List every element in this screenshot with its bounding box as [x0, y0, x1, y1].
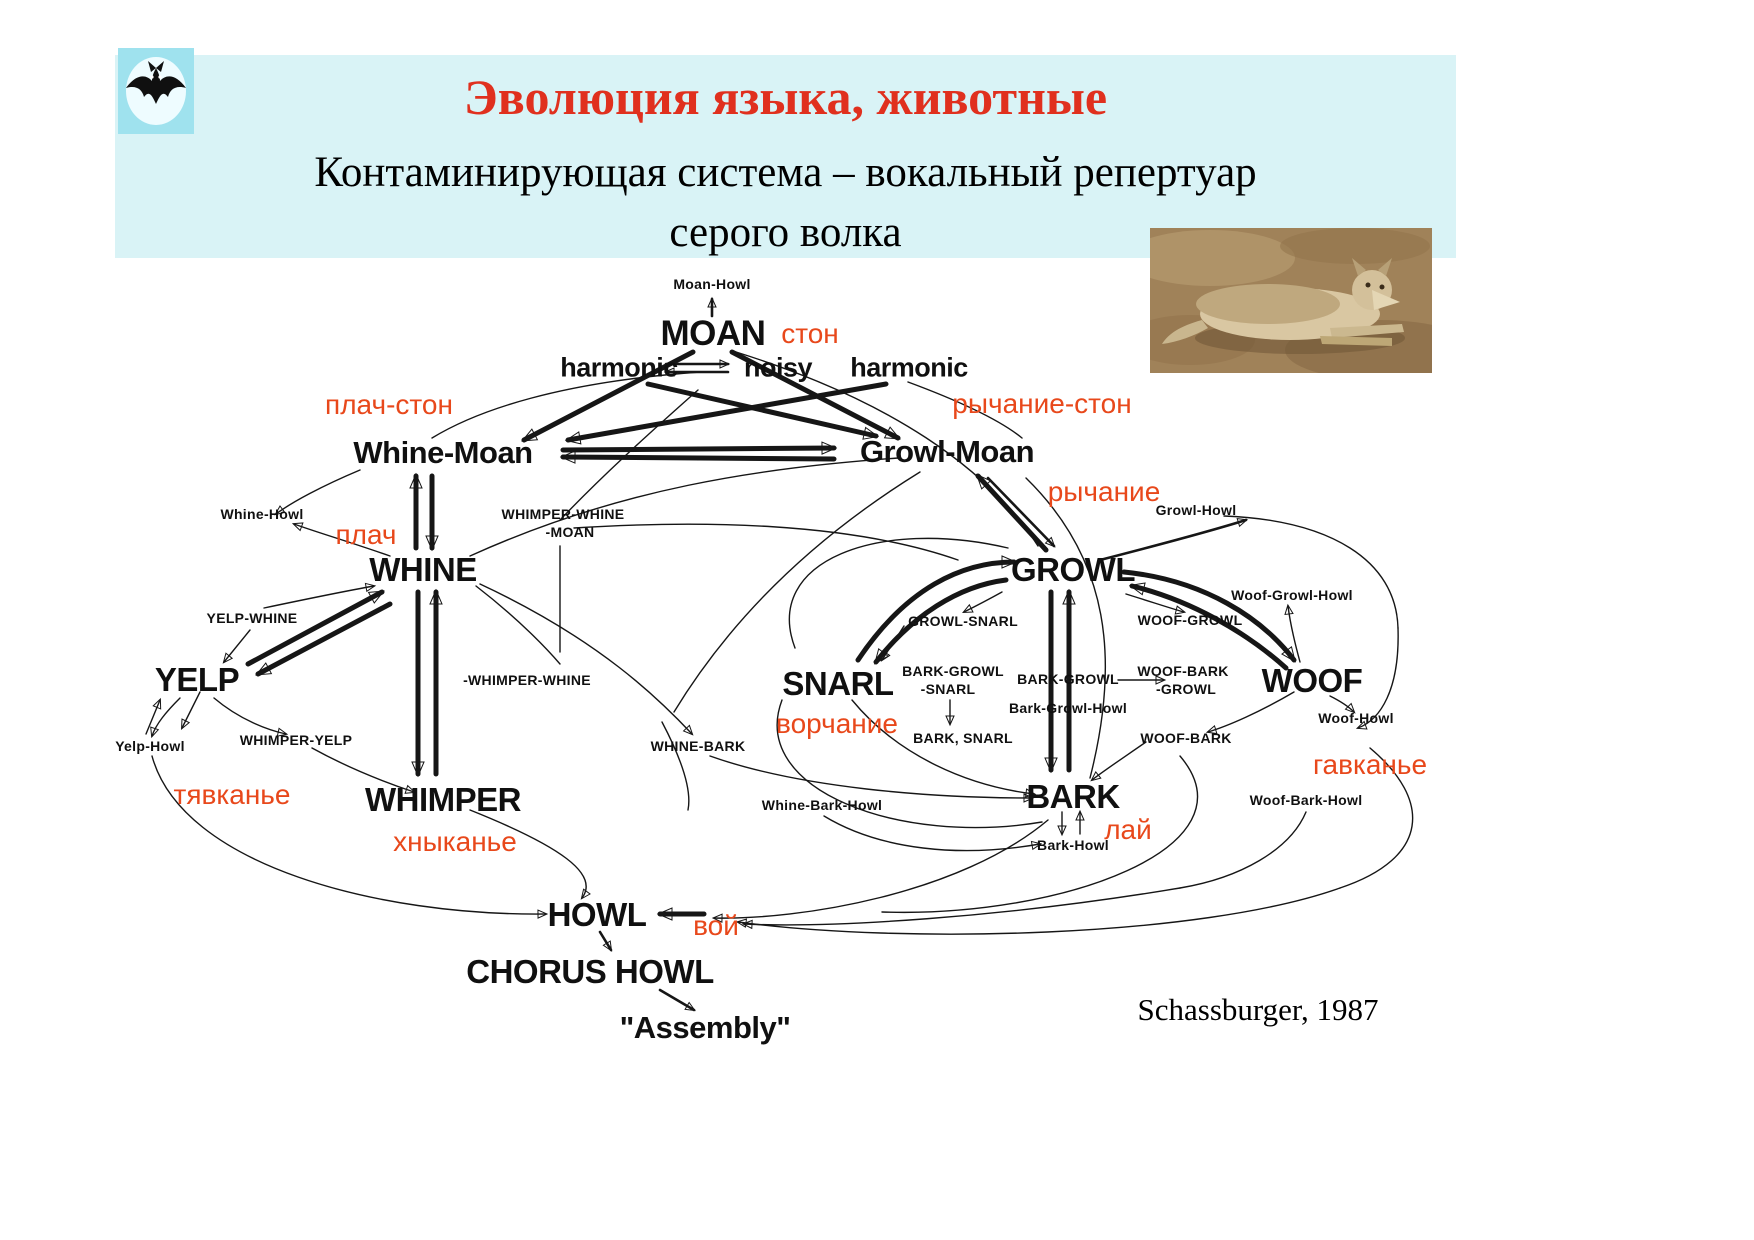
ru-label-vorchanie: ворчание	[776, 708, 898, 739]
ru-label-plach: плач	[335, 519, 397, 550]
node-woof-bark-growl-line1: WOOF-BARK	[1137, 663, 1229, 679]
node-whine-howl: Whine-Howl	[220, 506, 304, 522]
node-bark-growl: BARK-GROWL	[1017, 671, 1119, 687]
node-whine: WHINE	[369, 551, 477, 588]
thin-arrows	[145, 351, 1414, 935]
node-harmonic-right: harmonic	[850, 352, 968, 383]
node-growl-howl: Growl-Howl	[1155, 502, 1237, 518]
node-harmonic-left: harmonic	[560, 352, 678, 383]
node-woof: WOOF	[1261, 662, 1363, 699]
node-bark-growl-snarl-line1: BARK-GROWL	[902, 663, 1004, 679]
node-whimper-yelp: WHIMPER-YELP	[239, 732, 353, 748]
node-whine-bark: WHINE-BARK	[650, 738, 746, 754]
node-snarl: SNARL	[782, 665, 894, 702]
subtitle-line1: Контаминирующая система – вокальный репе…	[314, 149, 1257, 196]
node-bark-growl-snarl-line2: -SNARL	[920, 681, 976, 697]
page-title: Эволюция языка, животные	[463, 69, 1108, 125]
ru-label-khnykanie: хныканье	[393, 826, 517, 857]
node-woof-growl-howl: Woof-Growl-Howl	[1231, 587, 1353, 603]
wolf-photo	[1125, 228, 1475, 380]
ru-label-plach-ston: плач-стон	[325, 389, 453, 420]
node-bark-growl-howl: Bark-Growl-Howl	[1008, 700, 1128, 716]
node-whine-moan: Whine-Moan	[353, 435, 533, 470]
node-moan: MOAN	[660, 314, 766, 353]
thick-arrows	[245, 296, 1297, 1012]
node-whimper-whine-moan-line2: -MOAN	[545, 524, 595, 540]
ru-label-rychanie: рычание	[1047, 476, 1161, 507]
node-whine-bark-howl: Whine-Bark-Howl	[761, 797, 883, 813]
subtitle-line2: серого волка	[669, 209, 902, 256]
node-moan-howl: Moan-Howl	[673, 276, 751, 292]
node-noisy: noisy	[743, 352, 813, 383]
node-yelp: YELP	[154, 661, 240, 698]
ru-label-rychanie-ston: рычание-стон	[952, 388, 1132, 419]
node-woof-bark-howl: Woof-Bark-Howl	[1249, 792, 1363, 808]
node-bark-snarl: BARK, SNARL	[913, 730, 1013, 746]
node-woof-bark-growl-line2: -GROWL	[1155, 681, 1217, 697]
ru-label-voy: вой	[693, 910, 739, 941]
header-band	[115, 55, 1456, 258]
node-growl: GROWL	[1011, 551, 1135, 588]
node-whimper-whine-moan-line1: WHIMPER-WHINE	[501, 506, 625, 522]
node-yelp-howl: Yelp-Howl	[115, 738, 185, 754]
node-whimper: WHIMPER	[365, 781, 522, 818]
bat-logo-graphic	[118, 48, 194, 134]
node-bark: BARK	[1026, 778, 1120, 815]
ru-label-gavkanie: гавканье	[1312, 749, 1428, 780]
bat-logo-icon	[118, 48, 194, 134]
node-whimper-whine: -WHIMPER-WHINE	[463, 672, 591, 688]
node-chorus-howl: CHORUS HOWL	[466, 953, 714, 990]
node-bark-howl: Bark-Howl	[1037, 837, 1109, 853]
wolf-photo-graphic	[1125, 228, 1475, 380]
node-growl-moan: Growl-Moan	[859, 434, 1035, 469]
ru-label-tyavkanie: тявканье	[173, 779, 291, 810]
node-howl: HOWL	[547, 896, 647, 933]
ru-label-ston: стон	[781, 318, 839, 349]
node-woof-bark: WOOF-BARK	[1140, 730, 1232, 746]
node-yelp-whine: YELP-WHINE	[206, 610, 298, 626]
node-woof-howl: Woof-Howl	[1318, 710, 1394, 726]
node-growl-snarl: GROWL-SNARL	[908, 613, 1018, 629]
ru-label-lay: лай	[1104, 814, 1152, 845]
node-woof-growl: WOOF-GROWL	[1137, 612, 1243, 628]
node-assembly: "Assembly"	[619, 1010, 791, 1045]
citation: Schassburger, 1987	[1137, 992, 1379, 1027]
